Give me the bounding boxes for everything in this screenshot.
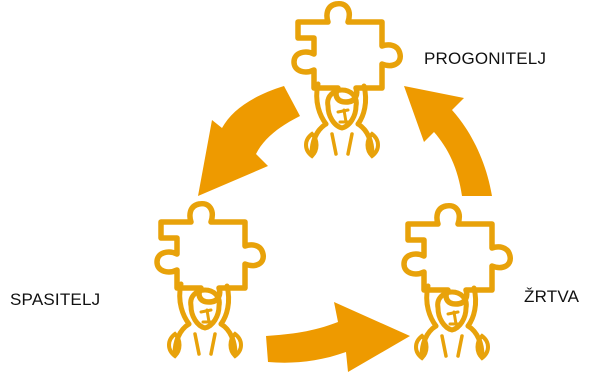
victim-figure-icon bbox=[404, 206, 510, 358]
arrow-victim-to-persecutor-icon bbox=[404, 86, 492, 196]
victim-label: ŽRTVA bbox=[524, 287, 580, 306]
rescuer-figure-icon bbox=[157, 204, 263, 356]
rescuer-label: SPASITELJ bbox=[10, 290, 101, 309]
persecutor-label: PROGONITELJ bbox=[424, 49, 547, 68]
arrow-rescuer-to-victim-icon bbox=[266, 302, 410, 372]
arrow-persecutor-to-rescuer-icon bbox=[198, 86, 300, 196]
persecutor-figure-icon bbox=[294, 4, 400, 156]
